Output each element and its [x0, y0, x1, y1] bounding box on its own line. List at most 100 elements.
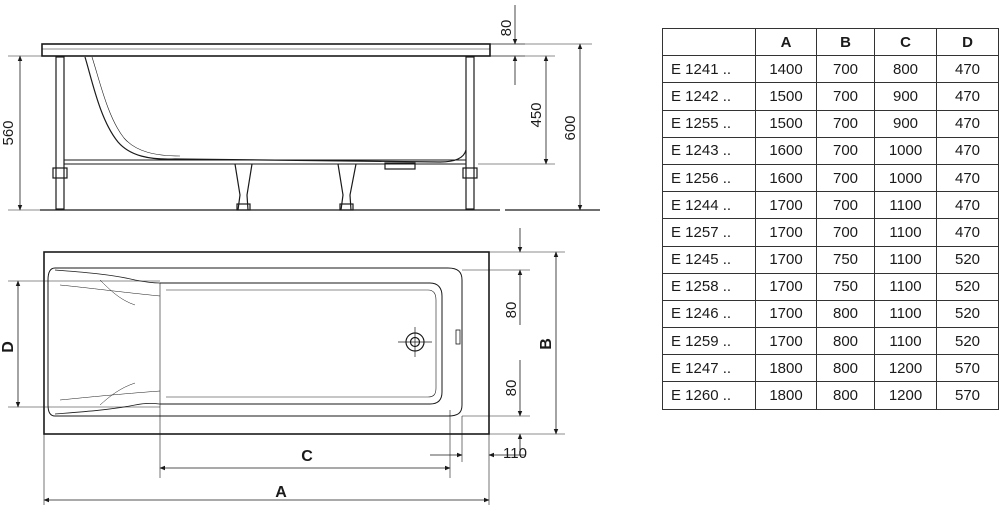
dim-overall-height: 600	[562, 115, 579, 140]
table-cell-model: E 1258 ..	[662, 272, 756, 301]
table-header-row: A B C D	[662, 27, 999, 57]
table-header-model	[662, 27, 756, 57]
table-cell-value: 1700	[755, 299, 817, 329]
table-cell-value: 1700	[755, 218, 817, 247]
table-cell-value: 1700	[755, 191, 817, 220]
table-cell-model: E 1243 ..	[662, 136, 756, 165]
table-cell-value: 700	[816, 218, 875, 247]
table-cell-value: 700	[816, 55, 875, 84]
table-cell-model: E 1256 ..	[662, 163, 756, 193]
overflow	[455, 329, 461, 345]
table-cell-value: 1500	[755, 109, 817, 138]
table-cell-value: 470	[936, 218, 999, 247]
table-cell-value: 1100	[874, 272, 937, 301]
table-cell-value: 800	[816, 299, 875, 329]
table-cell-value: 1100	[874, 327, 937, 356]
table-cell-value: 700	[816, 109, 875, 138]
table-cell-value: 800	[816, 327, 875, 356]
table-cell-model: E 1247 ..	[662, 354, 756, 383]
label-d: D	[0, 341, 17, 353]
table-cell-value: 1100	[874, 191, 937, 220]
table-cell-model: E 1245 ..	[662, 245, 756, 274]
table-header-d: D	[936, 27, 999, 57]
right-leg	[465, 56, 475, 210]
table-cell-value: 900	[874, 109, 937, 138]
table-cell-model: E 1246 ..	[662, 299, 756, 329]
table-header-a: A	[755, 27, 817, 57]
tub-basin	[160, 282, 443, 405]
table-cell-value: 1500	[755, 82, 817, 111]
table-cell-value: 520	[936, 245, 999, 274]
dim-rim-height: 80	[498, 20, 515, 37]
table-header-c: C	[874, 27, 937, 57]
tub-body	[84, 56, 467, 163]
tub-rim	[41, 43, 491, 57]
table-cell-value: 570	[936, 381, 999, 410]
table-cell-value: 570	[936, 354, 999, 383]
table-cell-value: 700	[816, 82, 875, 111]
support-foot-left	[234, 163, 253, 211]
table-cell-value: 800	[816, 354, 875, 383]
table-cell-value: 1800	[755, 354, 817, 383]
table-cell-value: 1700	[755, 327, 817, 356]
table-cell-value: 800	[874, 55, 937, 84]
table-cell-value: 520	[936, 272, 999, 301]
left-leg	[55, 56, 65, 210]
table-cell-model: E 1257 ..	[662, 218, 756, 247]
table-cell-model: E 1244 ..	[662, 191, 756, 220]
table-cell-value: 750	[816, 272, 875, 301]
table-cell-value: 1700	[755, 245, 817, 274]
dim-drain-offset: 110	[503, 445, 527, 462]
table-cell-value: 520	[936, 299, 999, 329]
dim-total-height: 560	[0, 120, 17, 145]
dim-offset-top: 80	[503, 302, 520, 319]
table-cell-value: 470	[936, 82, 999, 111]
table-cell-value: 1400	[755, 55, 817, 84]
bathtub-technical-drawing: 80 560 450 600	[0, 5, 600, 505]
table-cell-value: 470	[936, 55, 999, 84]
tub-inner-rim	[47, 267, 463, 417]
table-cell-value: 470	[936, 136, 999, 165]
table-cell-value: 1700	[755, 272, 817, 301]
table-cell-value: 1200	[874, 354, 937, 383]
top-view	[43, 251, 490, 435]
side-view	[40, 43, 600, 211]
tub-outline	[43, 251, 490, 435]
dim-offset-bottom: 80	[503, 380, 520, 397]
table-cell-value: 1200	[874, 381, 937, 410]
table-cell-value: 750	[816, 245, 875, 274]
top-dimensions	[8, 228, 565, 505]
table-cell-value: 470	[936, 109, 999, 138]
table-cell-value: 800	[816, 381, 875, 410]
table-cell-value: 1000	[874, 163, 937, 193]
dim-inner-depth: 450	[528, 102, 545, 127]
table-cell-value: 1100	[874, 299, 937, 329]
table-cell-value: 1800	[755, 381, 817, 410]
drain-pipe	[384, 162, 416, 170]
table-cell-value: 1100	[874, 218, 937, 247]
table-cell-value: 1000	[874, 136, 937, 165]
table-cell-value: 700	[816, 136, 875, 165]
table-cell-model: E 1242 ..	[662, 82, 756, 111]
side-dimensions	[8, 5, 592, 211]
label-a: A	[275, 484, 287, 501]
table-cell-value: 1600	[755, 163, 817, 193]
table-header-b: B	[816, 27, 875, 57]
support-foot-right	[337, 163, 357, 211]
label-b: B	[538, 338, 555, 350]
label-c: C	[301, 448, 313, 465]
table-cell-value: 1600	[755, 136, 817, 165]
table-cell-value: 470	[936, 191, 999, 220]
